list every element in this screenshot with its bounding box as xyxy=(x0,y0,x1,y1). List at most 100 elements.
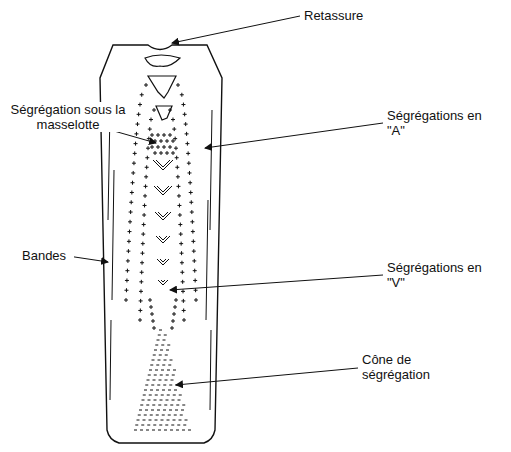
segregation-stroke xyxy=(163,280,168,285)
segregation-stroke xyxy=(167,345,170,346)
segregation-stroke xyxy=(149,127,150,131)
segregation-stroke xyxy=(142,400,145,401)
segregation-stroke xyxy=(159,380,162,381)
segregation-stroke xyxy=(170,108,171,112)
segregation-stroke xyxy=(151,385,154,386)
segregation-stroke xyxy=(149,420,152,421)
segregation-stroke xyxy=(129,230,130,234)
segregation-stroke xyxy=(167,151,168,155)
segregation-stroke xyxy=(168,365,171,366)
segregation-stroke xyxy=(138,415,141,416)
segregation-stroke xyxy=(144,390,147,391)
segregation-stroke xyxy=(187,142,188,146)
segregation-stroke xyxy=(152,145,153,149)
segregation-stroke xyxy=(182,405,185,406)
segregation-stroke xyxy=(166,375,169,376)
segregation-stroke xyxy=(126,298,127,302)
segregation-stroke xyxy=(190,191,191,195)
segregation-stroke xyxy=(196,298,197,302)
segregation-stroke xyxy=(163,160,173,170)
segregation-stroke xyxy=(177,165,178,169)
segregation-stroke xyxy=(154,108,155,112)
segregation-stroke xyxy=(181,410,184,411)
segregation-stroke xyxy=(141,270,142,274)
segregation-stroke xyxy=(159,330,162,331)
segregation-stroke xyxy=(145,385,148,386)
segregation-stroke xyxy=(146,405,149,406)
segregation-stroke xyxy=(183,308,184,312)
segregation-stroke xyxy=(136,132,137,136)
segregation-stroke xyxy=(171,380,174,381)
segregation-stroke xyxy=(126,288,127,292)
segregation-stroke xyxy=(178,400,181,401)
segregation-stroke xyxy=(173,420,176,421)
segregation-stroke xyxy=(163,236,167,240)
segregation-stroke xyxy=(135,142,136,146)
segregation-stroke xyxy=(192,220,193,224)
segregation-stroke xyxy=(140,299,141,303)
segregation-stroke xyxy=(158,405,161,406)
segregation-stroke xyxy=(167,420,170,421)
segregation-stroke xyxy=(183,299,184,303)
part-label: Cône de ségrégation xyxy=(360,352,464,382)
segregation-stroke xyxy=(157,385,160,386)
segregation-stroke xyxy=(144,213,145,217)
segregation-stroke xyxy=(140,318,141,322)
segregation-stroke xyxy=(143,395,146,396)
segregation-stroke xyxy=(155,420,158,421)
segregation-stroke xyxy=(164,430,167,431)
segregation-stroke xyxy=(163,259,166,262)
segregation-stroke xyxy=(188,430,191,431)
segregation-stroke xyxy=(170,133,171,137)
segregation-stroke xyxy=(174,127,175,131)
segregation-stroke xyxy=(180,232,181,236)
segregation-stroke xyxy=(177,175,178,179)
segregation-marks xyxy=(124,83,198,430)
segregation-stroke xyxy=(176,430,179,431)
segregation-stroke xyxy=(139,410,142,411)
segregation-stroke xyxy=(143,223,144,227)
segregation-stroke xyxy=(137,420,140,421)
segregation-stroke xyxy=(157,259,163,265)
segregation-stroke xyxy=(195,288,196,292)
segregation-stroke xyxy=(179,420,182,421)
segregation-stroke xyxy=(158,133,159,137)
segregation-stroke xyxy=(160,350,163,351)
segregation-stroke xyxy=(185,420,188,421)
segregation-stroke xyxy=(180,415,183,416)
segregation-stroke xyxy=(173,139,174,143)
segregation-stroke xyxy=(142,261,143,265)
segregation-stroke xyxy=(174,312,175,316)
segregation-stroke xyxy=(146,175,147,179)
segregation-stroke xyxy=(158,280,163,285)
segregation-stroke xyxy=(169,410,172,411)
segregation-stroke xyxy=(158,360,161,361)
part-label: Bandes xyxy=(20,248,74,263)
segregation-stroke xyxy=(154,400,157,401)
leader-lines xyxy=(68,16,383,385)
segregation-stroke xyxy=(143,232,144,236)
segregation-stroke xyxy=(151,410,154,411)
segregation-stroke xyxy=(149,370,152,371)
segregation-stroke xyxy=(160,400,163,401)
segregation-stroke xyxy=(152,405,155,406)
segregation-stroke xyxy=(128,239,129,243)
segregation-stroke xyxy=(175,146,176,150)
segregation-stroke xyxy=(178,194,179,198)
segregation-stroke xyxy=(194,259,195,263)
segregation-stroke xyxy=(159,236,163,240)
segregation-stroke xyxy=(156,236,163,243)
segregation-stroke xyxy=(161,139,162,143)
segregation-stroke xyxy=(148,146,149,150)
segregation-stroke xyxy=(183,103,184,107)
segregation-stroke xyxy=(164,145,165,149)
segregation-stroke xyxy=(181,251,182,255)
segregation-stroke xyxy=(163,340,166,341)
segregation-stroke xyxy=(161,151,162,155)
segregation-stroke xyxy=(163,259,169,265)
part-label: Ségrégation sous la masselotte xyxy=(6,102,130,132)
segregation-stroke xyxy=(183,425,186,426)
segregation-stroke xyxy=(167,139,168,143)
segregation-stroke xyxy=(138,112,139,116)
